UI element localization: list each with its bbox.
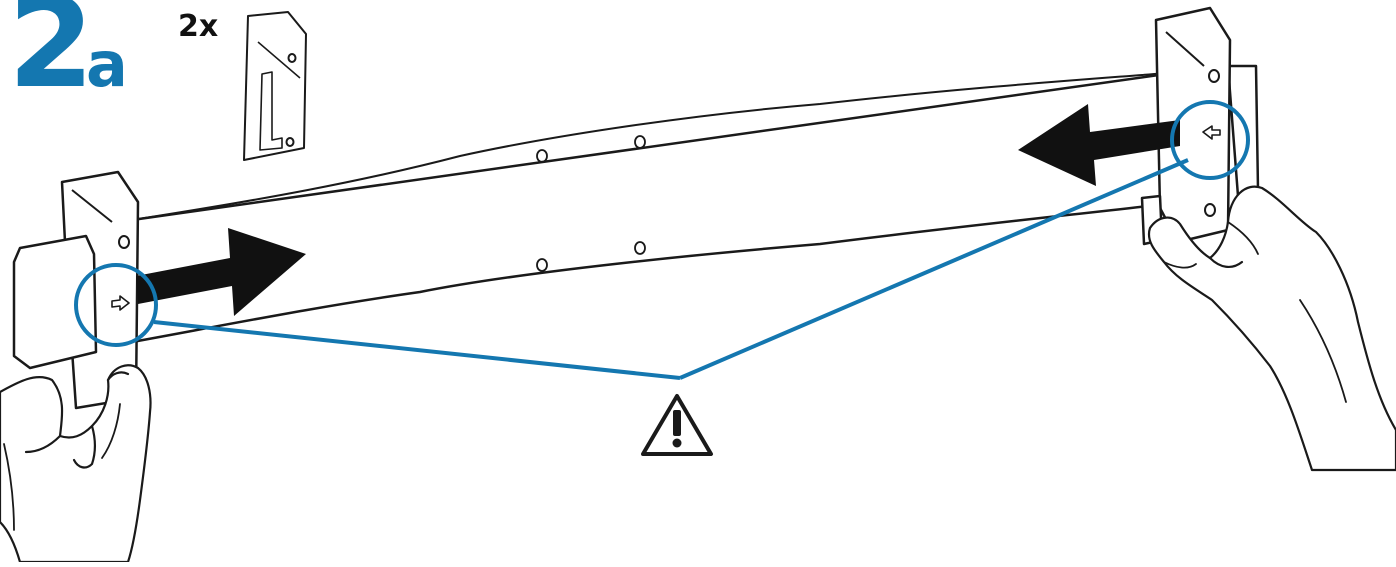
- callout-circle-left: [74, 263, 158, 347]
- warning-triangle-icon: [641, 394, 713, 456]
- rail-hole: [634, 241, 646, 255]
- quantity-label: 2x: [178, 9, 219, 44]
- callout-line-left: [153, 320, 681, 380]
- push-arrow-right: [136, 228, 306, 316]
- step-number: 2: [8, 0, 94, 116]
- hollow-arrow-left-icon: [1202, 125, 1221, 140]
- loose-bracket: [243, 11, 307, 161]
- push-arrow-left: [1018, 104, 1180, 186]
- callout-line-right: [679, 158, 1189, 380]
- rail-holes: [536, 135, 646, 272]
- step-sub-letter: a: [86, 28, 128, 101]
- hollow-arrow-right-icon: [111, 295, 130, 311]
- rail-hole: [536, 258, 548, 272]
- rail-hole: [536, 149, 548, 163]
- caution-callout-lines: [74, 100, 1250, 380]
- callout-circle-right: [1170, 100, 1250, 180]
- right-hand: [1147, 185, 1396, 472]
- rail-hole: [634, 135, 646, 149]
- left-hand: [0, 364, 152, 564]
- left-bracket: [12, 170, 140, 410]
